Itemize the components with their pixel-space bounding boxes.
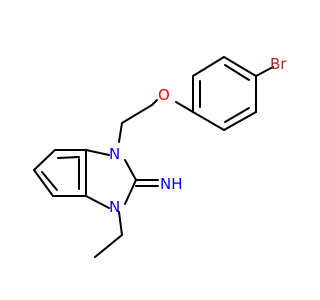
bond-ch2-ch3: [94, 234, 123, 258]
bond: [192, 56, 225, 77]
bond: [124, 179, 137, 205]
benzimidazole-core: [33, 149, 137, 209]
double-bond: [57, 156, 80, 159]
structure-canvas: Br O N N NH: [33, 55, 288, 258]
bond-ch2-n: [118, 122, 123, 143]
bond-n-ch2: [118, 211, 123, 236]
double-bond: [224, 107, 250, 123]
molecule-drawing: Br O N N NH: [33, 55, 287, 258]
bond-ch2-ch2: [121, 104, 153, 124]
bond-aryl-o: [175, 101, 194, 113]
bond: [223, 56, 257, 77]
bond: [33, 149, 56, 171]
bond: [192, 111, 225, 131]
double-bond: [224, 64, 250, 81]
atom-label-o: O: [158, 86, 170, 104]
bond: [223, 111, 257, 131]
bond-c-br: [255, 66, 274, 77]
bond: [124, 159, 137, 181]
atom-label-n1: N: [109, 145, 120, 163]
bond: [85, 149, 110, 156]
bond: [85, 195, 110, 209]
atom-label-imine: NH: [160, 175, 183, 193]
atom-label-n3: N: [109, 198, 120, 216]
bond: [33, 169, 54, 197]
atom-label-br: Br: [270, 55, 287, 73]
bond-o-ch2: [151, 99, 158, 106]
double-bond: [41, 171, 58, 191]
bromophenyl-ring: [192, 56, 257, 131]
